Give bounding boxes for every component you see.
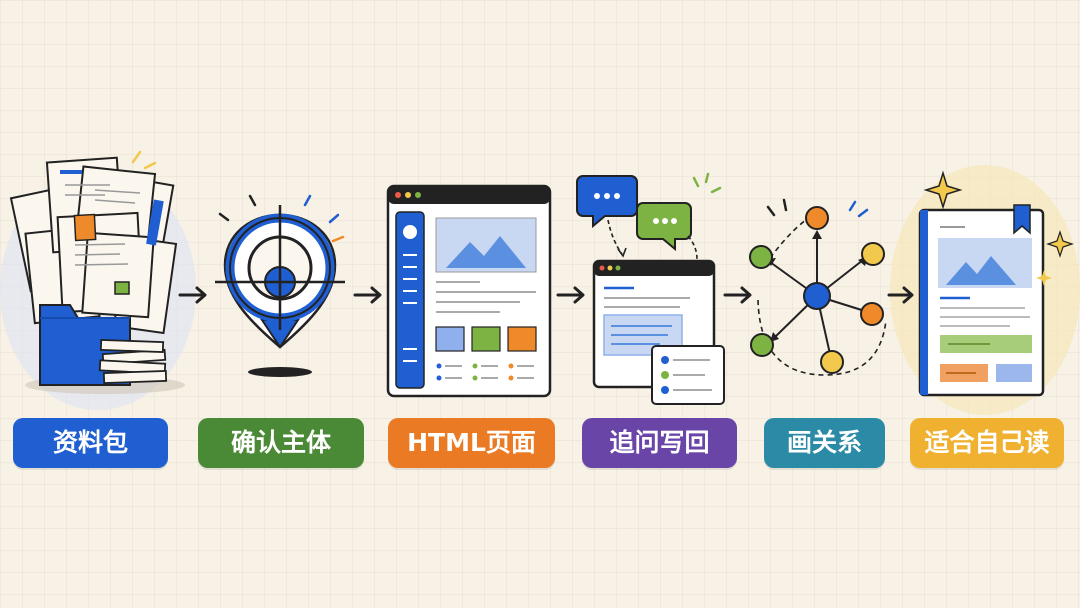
step-label-followup-writeback: 追问写回 — [582, 418, 737, 468]
readable-book-icon — [890, 165, 1080, 415]
arrow-right-icon — [353, 286, 382, 304]
chat-writeback-icon — [576, 172, 725, 405]
html-page-icon — [386, 184, 552, 398]
arrow-right-icon — [723, 286, 752, 304]
step-label-html-page: HTML页面 — [388, 418, 555, 468]
arrow-right-icon — [178, 286, 207, 304]
step-label-draw-relations: 画关系 — [764, 418, 885, 468]
document-pile-icon — [0, 150, 196, 410]
step-label-confirm-subject: 确认主体 — [198, 418, 364, 468]
relationship-network-icon — [749, 198, 887, 376]
step-label-materials: 资料包 — [13, 418, 168, 468]
arrow-right-icon — [556, 286, 585, 304]
step-label-readable: 适合自己读 — [910, 418, 1064, 468]
target-pin-icon — [215, 194, 345, 377]
arrow-right-icon — [887, 286, 914, 304]
